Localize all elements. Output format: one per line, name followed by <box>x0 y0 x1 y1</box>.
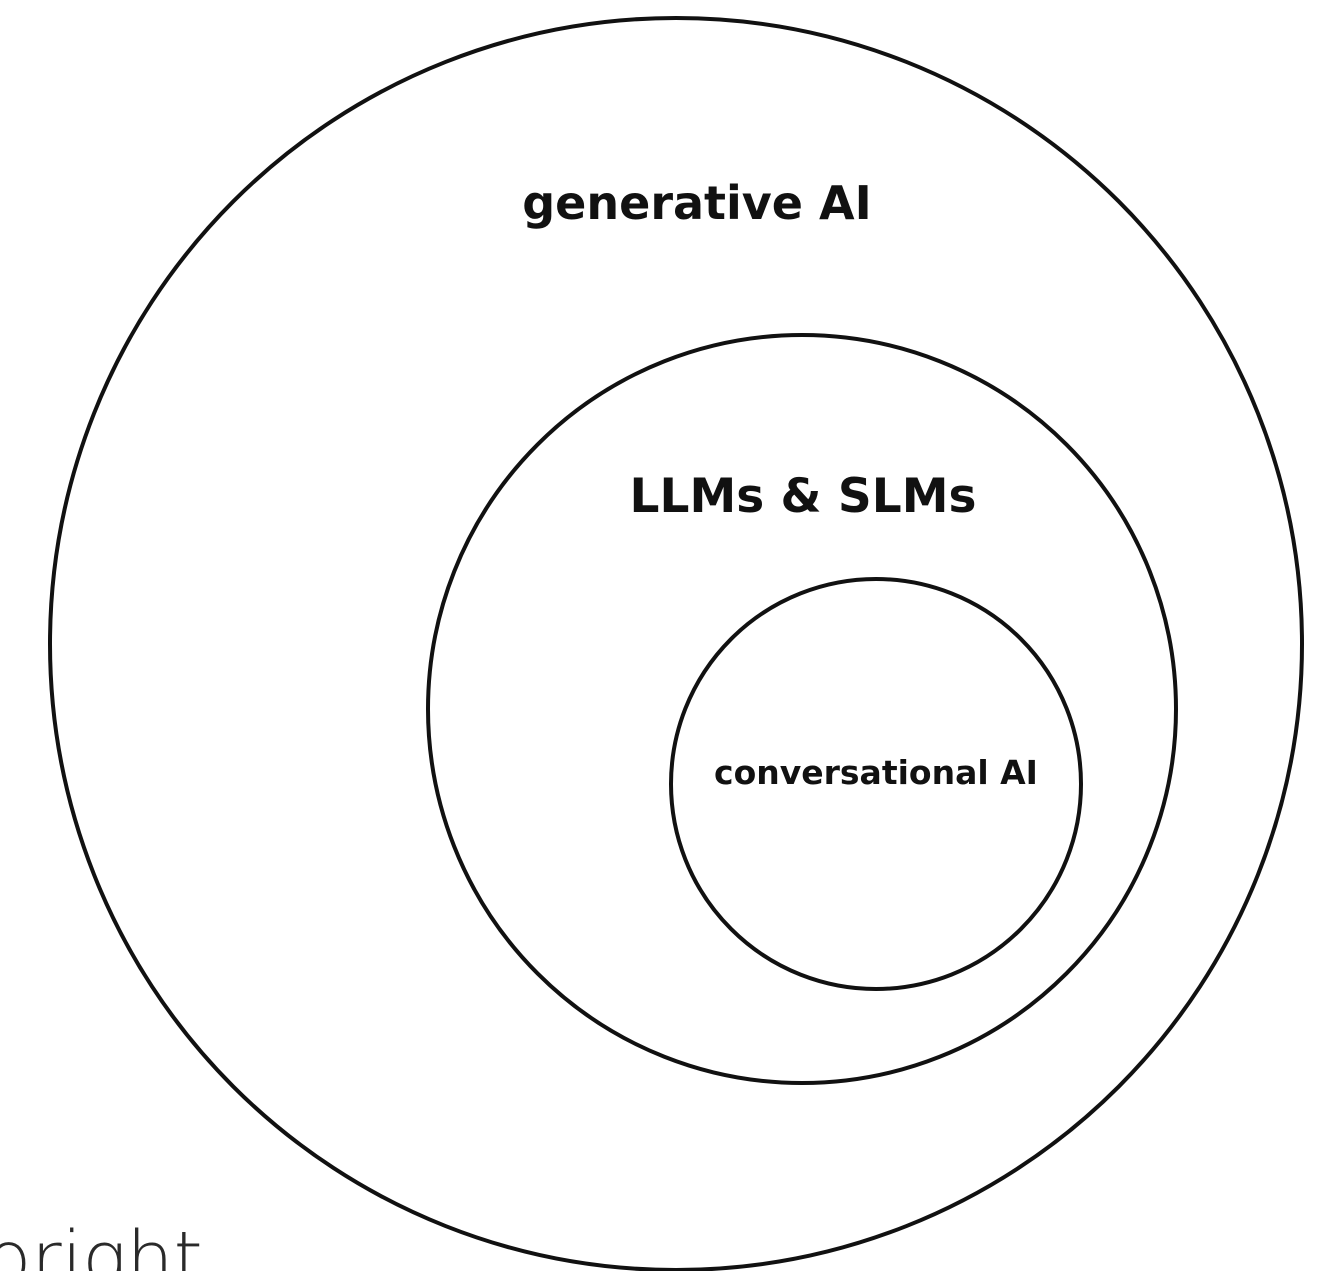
llms-slms-circle <box>426 333 1178 1085</box>
generative-ai-label: generative AI <box>522 176 871 230</box>
llms-slms-label: LLMs & SLMs <box>630 469 977 524</box>
conversational-ai-label: conversational AI <box>714 753 1038 792</box>
conversational-ai-circle <box>669 577 1083 991</box>
generative-ai-circle <box>48 16 1304 1271</box>
brand-wordmark: oright <box>0 1216 203 1271</box>
